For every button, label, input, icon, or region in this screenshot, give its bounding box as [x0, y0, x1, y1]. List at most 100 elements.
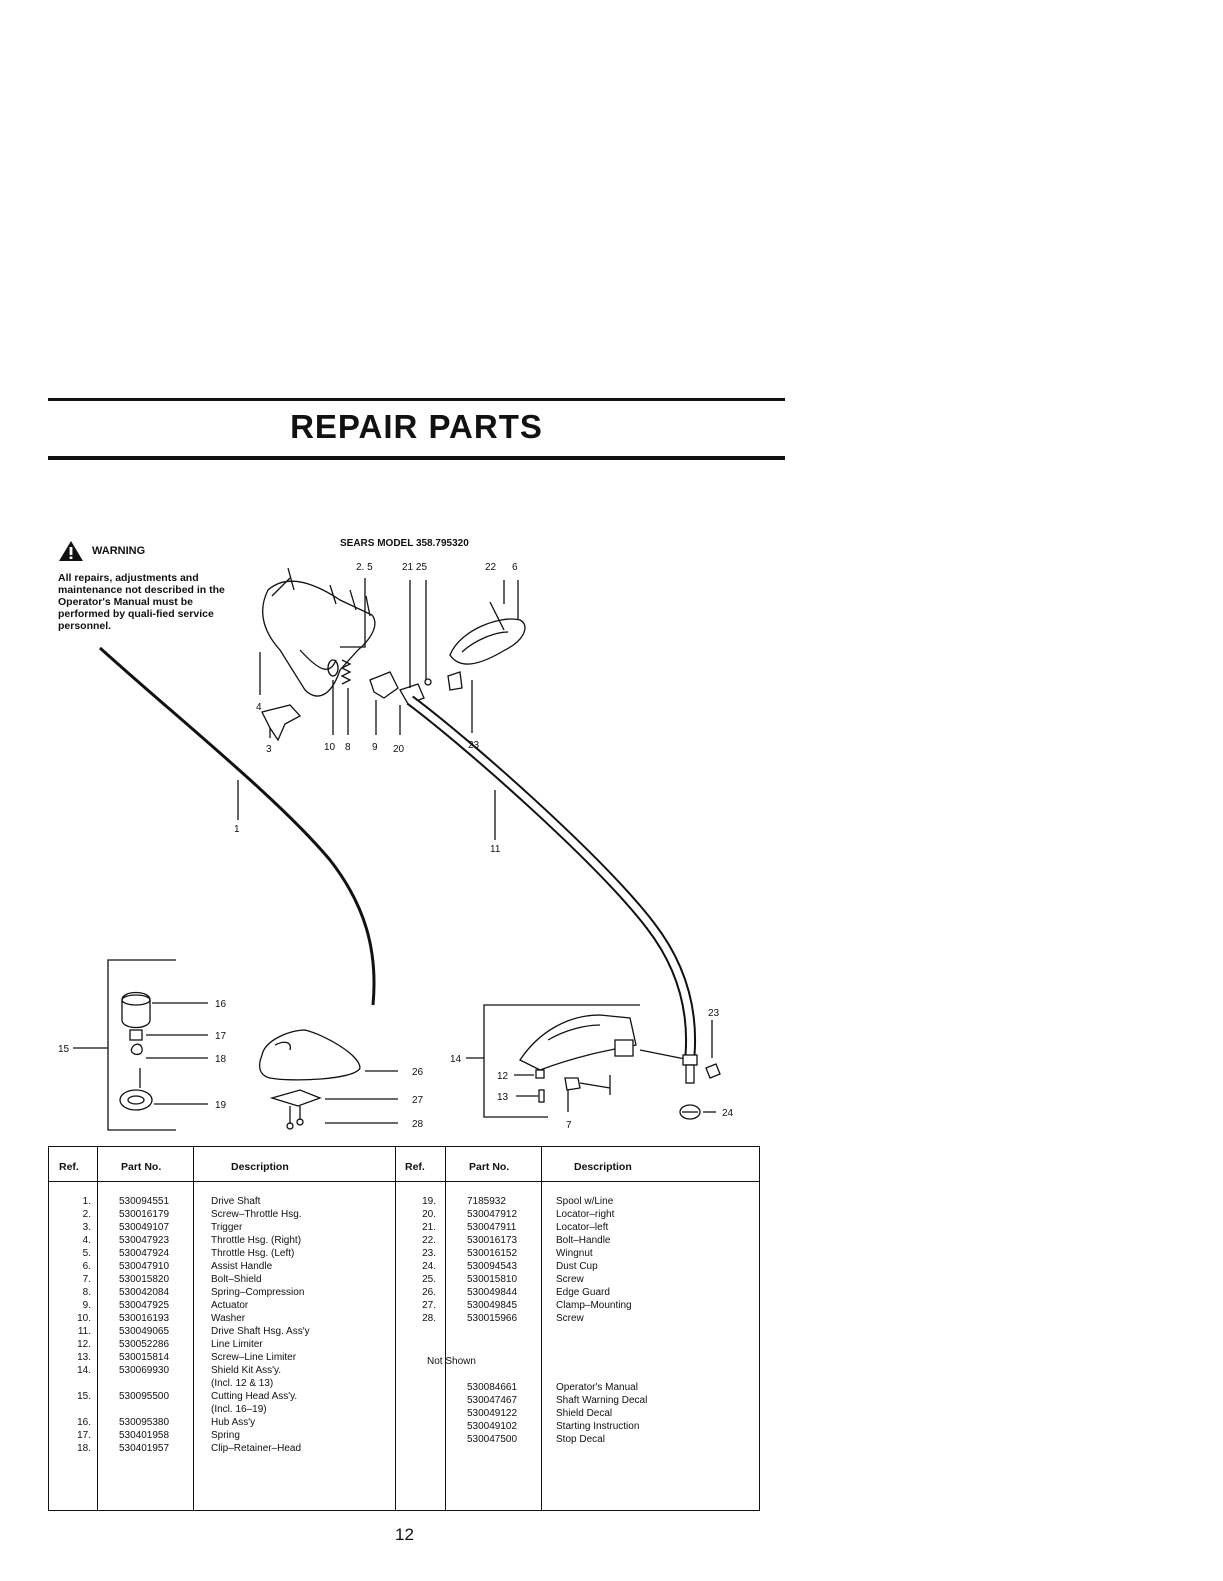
table-cell: 24.: [422, 1261, 436, 1272]
clip-drawing: [130, 1043, 143, 1056]
callout: 23: [468, 740, 480, 751]
callout: 21 25: [402, 562, 427, 573]
table-cell: 530049845: [467, 1300, 518, 1311]
table-cell: 530095500: [119, 1391, 170, 1402]
table-cell: 3.: [82, 1222, 91, 1233]
table-cell: 530049122: [467, 1408, 518, 1419]
table-cell: Spring: [211, 1430, 240, 1441]
table-cell: 5.: [82, 1248, 91, 1259]
table-cell: Wingnut: [556, 1248, 593, 1259]
table-cell: 530094551: [119, 1196, 170, 1207]
parts-table: Ref. Part No. Description Ref. Part No. …: [48, 1146, 760, 1511]
table-cell: 530047923: [119, 1235, 170, 1246]
table-cell: 14.: [77, 1365, 91, 1376]
table-cell: (Incl. 12 & 13): [211, 1378, 274, 1389]
table-cell: Hub Ass'y: [211, 1417, 256, 1428]
table-cell: Screw: [556, 1274, 584, 1285]
table-cell: Actuator: [211, 1300, 249, 1311]
line-limiter-drawing: [535, 1069, 545, 1079]
table-cell: 530015820: [119, 1274, 170, 1285]
table-cell: 530016193: [119, 1313, 170, 1324]
shield-kit-box: [483, 1004, 640, 1118]
callout: 15: [58, 1044, 70, 1055]
table-cell: 530047467: [467, 1395, 518, 1406]
table-cell: 530094543: [467, 1261, 518, 1272]
table-cell: Shield Kit Ass'y.: [211, 1365, 282, 1376]
table-cell: Starting Instruction: [556, 1421, 640, 1432]
line-limiter-screw-drawing: [538, 1089, 545, 1103]
header-ref-right: Ref.: [405, 1161, 425, 1173]
table-cell: 2.: [82, 1209, 91, 1220]
table-cell: 530047910: [119, 1261, 170, 1272]
callout: 4: [256, 702, 262, 713]
table-cell: 11.: [77, 1326, 91, 1337]
callout: 10: [324, 742, 336, 753]
header-desc-left: Description: [231, 1161, 289, 1173]
table-cell: 1.: [82, 1196, 91, 1207]
table-cell: 530047912: [467, 1209, 518, 1220]
callout: 22: [485, 562, 497, 573]
table-cell: 530015814: [119, 1352, 170, 1363]
table-cell: 12.: [77, 1339, 91, 1350]
table-cell: 6.: [82, 1261, 91, 1272]
table-cell: 15.: [77, 1391, 91, 1402]
table-cell: 10.: [77, 1313, 91, 1324]
model-label: SEARS MODEL 358.795320: [340, 538, 469, 549]
right-ref-column: 19.20.21.22.23.24.25.26.27.28.: [404, 1195, 436, 1325]
callout: 20: [393, 744, 405, 755]
table-cell: [59, 1403, 91, 1416]
table-cell: Bolt–Shield: [211, 1274, 262, 1285]
callout: 9: [372, 742, 378, 753]
cutting-head-box: [107, 959, 176, 1131]
table-cell: 28.: [422, 1313, 436, 1324]
table-cell: 13.: [77, 1352, 91, 1363]
table-cell: 530015966: [467, 1313, 518, 1324]
wingnut-drawing: [447, 671, 463, 691]
table-cell: [119, 1403, 169, 1416]
locator-drawing: [399, 683, 425, 705]
table-cell: Assist Handle: [211, 1261, 273, 1272]
assist-handle-drawing: [449, 618, 526, 665]
callout: 27: [412, 1095, 424, 1106]
clamp-mounting-drawing: [269, 1089, 322, 1107]
callout: 13: [497, 1092, 509, 1103]
actuator-drawing: [369, 671, 399, 699]
spring-small-drawing: [129, 1029, 143, 1041]
table-cell: 530047925: [119, 1300, 170, 1311]
callout: 19: [215, 1100, 227, 1111]
table-cell: Shield Decal: [556, 1408, 613, 1419]
bolt-shield-drawing: [564, 1077, 581, 1091]
spool-drawing: [119, 1089, 153, 1111]
table-cell: 7.: [82, 1274, 91, 1285]
table-cell: 530049102: [467, 1421, 518, 1432]
table-cell: 18.: [77, 1443, 91, 1454]
table-cell: Operator's Manual: [556, 1382, 638, 1393]
table-cell: 22.: [422, 1235, 436, 1246]
callout: 17: [215, 1031, 227, 1042]
table-cell: 530095380: [119, 1417, 170, 1428]
hub-drawing: [121, 991, 151, 1029]
callout: 26: [412, 1067, 424, 1078]
table-cell: Trigger: [211, 1222, 243, 1233]
callout: 11: [490, 844, 501, 855]
header-ref-left: Ref.: [59, 1161, 79, 1173]
table-cell: 530016179: [119, 1209, 170, 1220]
not-shown-label: Not Shown: [427, 1356, 476, 1367]
table-cell: 17.: [77, 1430, 91, 1441]
table-cell: Drive Shaft Hsg. Ass'y: [211, 1326, 310, 1337]
callout-numbers: 2. 5 21 25 22 6 4 3 10 8 9 20 23 1 11 16…: [58, 562, 734, 1131]
table-cell: 8.: [82, 1287, 91, 1298]
table-cell: 20.: [422, 1209, 436, 1220]
washer-drawing: [327, 659, 339, 677]
title-top-rule: [48, 398, 785, 401]
callout: 14: [450, 1054, 462, 1065]
callout: 2. 5: [356, 562, 373, 573]
edge-guard-drawing: [258, 1029, 361, 1081]
table-cell: Edge Guard: [556, 1287, 610, 1298]
table-cell: 4.: [82, 1235, 91, 1246]
